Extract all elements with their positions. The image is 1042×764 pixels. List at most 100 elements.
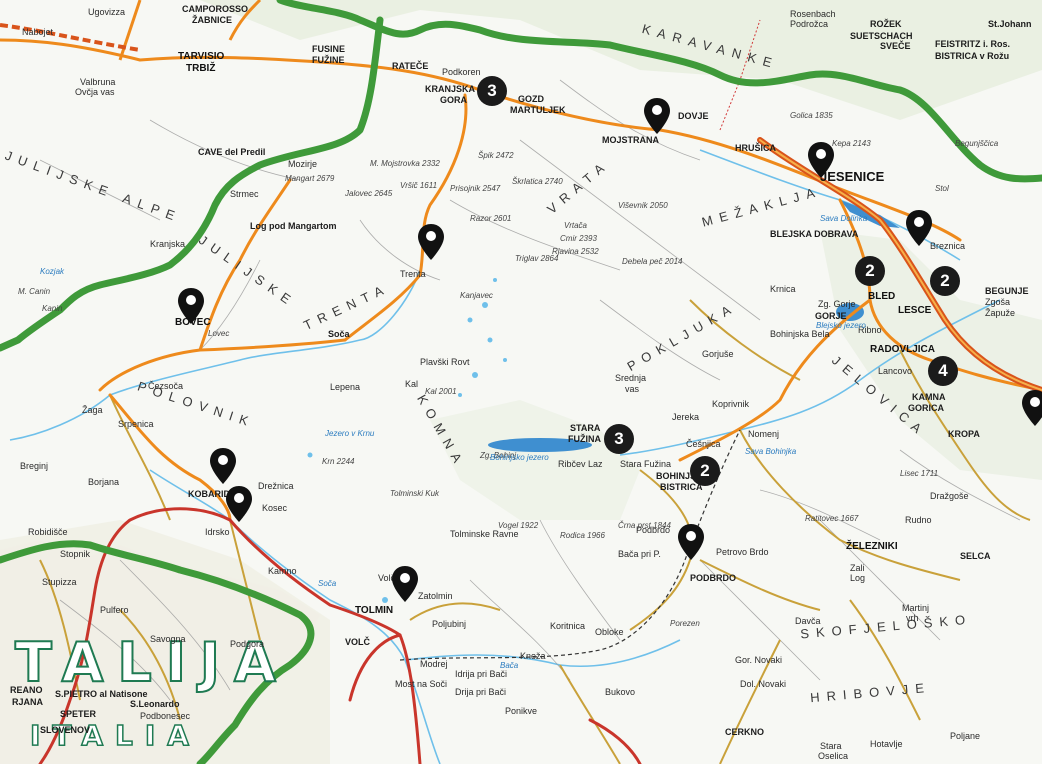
peak-label: Viševnik 2050: [618, 201, 668, 210]
town-label: Gorjuše: [702, 349, 734, 359]
town-label: Drežnica: [258, 481, 294, 491]
location-pin-icon[interactable]: [1020, 388, 1042, 428]
town-label: Davča: [795, 616, 821, 626]
town-label: KAMNA: [912, 392, 946, 402]
water-label: Kozjak: [40, 267, 65, 276]
water-label: Blejsko jezero: [816, 321, 866, 330]
town-label: Ribno: [858, 325, 882, 335]
peak-label: Cmir 2393: [560, 234, 597, 243]
town-label: Idrsko: [205, 527, 230, 537]
town-label: Idrija pri Bači: [455, 669, 508, 679]
peak-label: Vršič 1611: [400, 181, 438, 190]
town-label: DOVJE: [678, 111, 709, 121]
town-label: CAMPOROSSO: [182, 4, 249, 14]
minor-roads: [39, 79, 1021, 701]
peak-label: Kepa 2143: [832, 139, 871, 148]
location-pin-icon[interactable]: [390, 564, 420, 604]
town-label: Nomenj: [748, 429, 780, 439]
town-label: vas: [625, 384, 640, 394]
town-label: BLEJSKA DOBRAVA: [770, 229, 859, 239]
town-label: RATEČE: [392, 61, 429, 71]
town-label: Krnica: [770, 284, 796, 294]
town-label: FUŽINE: [312, 55, 345, 65]
town-label: Ribčev Laz: [558, 459, 603, 469]
town-label: Bohinjska Bela: [770, 329, 830, 339]
marker-badge[interactable]: 2: [690, 456, 720, 486]
town-label: Obloke: [595, 627, 624, 637]
town-label: Čezsoča: [148, 381, 184, 391]
country-label-talija: TALIJA: [14, 631, 290, 694]
town-label: GORICA: [908, 403, 944, 413]
lake-bled: [836, 303, 864, 321]
town-label: Zg. Gorje: [818, 299, 856, 309]
town-label: Stara: [820, 741, 842, 751]
town-label: Stara Fužina: [620, 459, 672, 469]
town-label: Log pod Mangartom: [250, 221, 337, 231]
location-pin-icon[interactable]: [176, 286, 206, 326]
peak-label: Lovec: [208, 329, 230, 338]
tarvisio-motorway: [0, 23, 141, 52]
town-label: Zatolmin: [418, 591, 453, 601]
town-label: Lepena: [330, 382, 361, 392]
town-label: SPETER: [60, 709, 97, 719]
location-pin-icon[interactable]: [224, 484, 254, 524]
marker-badge[interactable]: 3: [604, 424, 634, 454]
town-label: Rudno: [905, 515, 932, 525]
marker-badge[interactable]: 3: [477, 76, 507, 106]
peak-label: Stol: [935, 184, 949, 193]
town-label: Češnjica: [686, 439, 721, 449]
town-label: Log: [850, 573, 866, 583]
town-label: Borjana: [88, 477, 120, 487]
town-label: Bača pri P.: [618, 549, 661, 559]
town-label-jesenice: JESENICE: [820, 169, 885, 184]
town-label: Nabojet: [22, 27, 54, 37]
town-label: S.Leonardo: [130, 699, 180, 709]
town-label: Soča: [328, 329, 350, 339]
town-label: Hotavlje: [870, 739, 903, 749]
location-pin-icon[interactable]: [676, 522, 706, 562]
town-label: Rosenbach: [790, 9, 836, 19]
town-label: Most na Soči: [395, 679, 448, 689]
town-label: Modrej: [420, 659, 448, 669]
peak-label: Ratitovec 1667: [805, 514, 859, 523]
water-label: Sava Bohinjka: [745, 447, 797, 456]
town-label: Žaga: [82, 405, 103, 415]
peak-label: Golica 1835: [790, 111, 833, 120]
peak-label: Zg. Bohinj: [480, 451, 517, 460]
location-pin-icon[interactable]: [642, 96, 672, 136]
town-label: VOLČ: [345, 637, 371, 647]
town-label: Pulfero: [100, 605, 129, 615]
town-label: REANO: [10, 685, 43, 695]
town-label: Gor. Novaki: [735, 655, 783, 665]
location-pin-icon[interactable]: [208, 446, 238, 486]
town-label: Robidišče: [28, 527, 68, 537]
peak-label: M. Canin: [18, 287, 51, 296]
peak-label: Kanjavec: [460, 291, 493, 300]
town-label: Srpenica: [118, 419, 154, 429]
country-label-italia: ITALIA: [29, 719, 201, 752]
location-pin-icon[interactable]: [904, 208, 934, 248]
town-label: Tolminske Ravne: [450, 529, 519, 539]
town-label: Kranjska: [150, 239, 186, 249]
peak-label: Rjavina 2532: [552, 247, 599, 256]
peak-label: Kanin: [42, 304, 63, 313]
town-label: ŽABNICE: [192, 15, 232, 25]
location-pin-icon[interactable]: [806, 140, 836, 180]
town-label: GOZD: [518, 94, 544, 104]
location-pin-icon[interactable]: [416, 222, 446, 262]
town-label: SLOVENOV: [40, 725, 91, 735]
water-label: Soča: [318, 579, 337, 588]
marker-badge[interactable]: 4: [928, 356, 958, 386]
marker-badge[interactable]: 2: [930, 266, 960, 296]
marker-badge[interactable]: 2: [855, 256, 885, 286]
peak-label: Prisojnik 2547: [450, 184, 501, 193]
water-label: Jezero v Krnu: [325, 429, 375, 438]
town-label: SELCA: [960, 551, 991, 561]
town-label: S.PIETRO al Natisone: [55, 689, 148, 699]
town-label: Kosec: [262, 503, 288, 513]
motorway: [757, 137, 1042, 393]
peak-label: Krn 2244: [322, 457, 355, 466]
town-label: Ovčja vas: [75, 87, 115, 97]
town-label: Žapuže: [985, 308, 1016, 318]
